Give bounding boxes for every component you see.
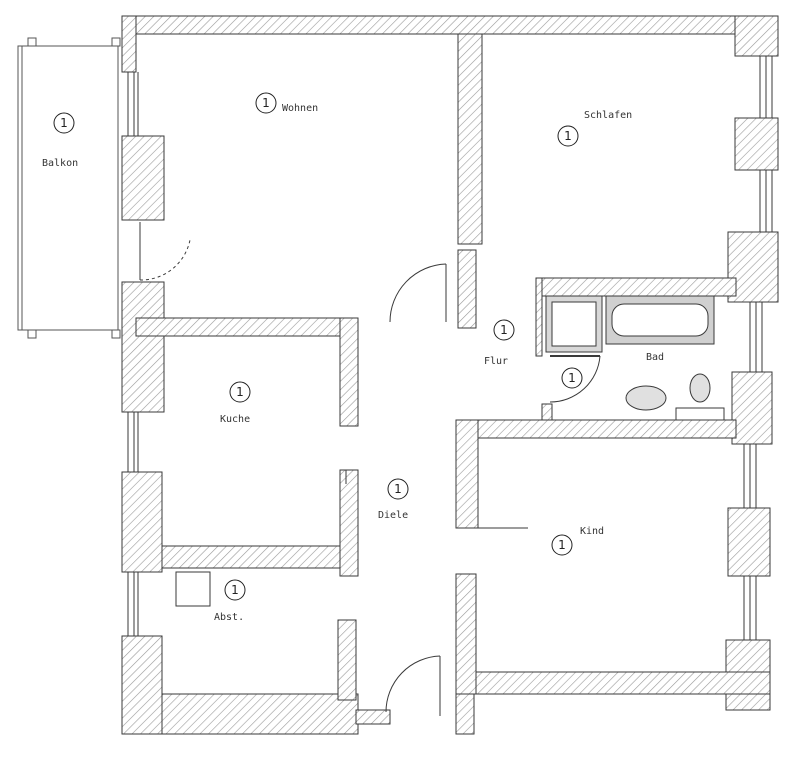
wall-entry-stub	[355, 709, 391, 725]
door-balkon	[139, 222, 191, 281]
room-number: 1	[60, 116, 68, 130]
balkon	[17, 37, 121, 339]
window-schlafen-right-2	[759, 170, 773, 232]
room-balkon: 1 Balkon	[42, 112, 78, 169]
room-number: 1	[564, 129, 572, 143]
wall-outer-bottom-right	[473, 671, 771, 695]
room-number-circle-icon	[229, 381, 251, 403]
wall-kuche-right-upper	[339, 317, 359, 427]
room-label: Flur	[484, 356, 508, 367]
windows	[127, 56, 773, 640]
walls	[121, 15, 779, 735]
room-schlafen: Schlafen 1	[557, 110, 632, 147]
wall-outer-right-top	[734, 15, 779, 57]
room-bad: Bad	[646, 352, 664, 363]
room-labels: 1 Wohnen Schlafen 1 1 Balkon 1 Kuche 1 F…	[42, 92, 664, 623]
room-label: Diele	[378, 510, 408, 521]
room-number-circle-icon	[387, 478, 409, 500]
doors	[139, 222, 601, 716]
window-kind-right-2	[743, 576, 757, 640]
window-bad-right	[749, 302, 763, 372]
balkon-post-bl	[27, 329, 37, 339]
room-number-circle-icon	[561, 367, 583, 389]
room-number-circle-icon	[493, 319, 515, 341]
wall-outer-left-pier-3	[121, 471, 163, 573]
wall-kind-left-lower	[455, 573, 477, 695]
room-label: Kind	[580, 526, 604, 537]
room-number-circle-icon	[557, 125, 579, 147]
room-wohnen: 1 Wohnen	[255, 92, 318, 114]
wall-outer-bottom-mid	[455, 693, 475, 735]
room-number-circle-icon	[551, 534, 573, 556]
wall-outer-right-pier-4	[727, 507, 771, 577]
boiler	[175, 571, 211, 607]
wall-outer-right-pier-1	[734, 117, 779, 171]
wall-abst-right	[337, 619, 357, 701]
balkon-post-br	[111, 329, 121, 339]
room-diele: 1 Diele	[378, 478, 409, 521]
wall-wohnen-schlafen-lower	[457, 249, 477, 329]
room-number: 1	[262, 96, 270, 110]
wall-wohnen-schlafen	[457, 33, 483, 245]
wall-bad-left	[535, 277, 543, 357]
room-number: 1	[558, 538, 566, 552]
room-label: Schlafen	[584, 110, 632, 121]
room-number: 1	[394, 482, 402, 496]
balkon-outline	[17, 45, 119, 331]
window-wohnen-left	[127, 72, 139, 136]
room-number-circle-icon	[53, 112, 75, 134]
room-abst: 1 Abst.	[214, 579, 246, 623]
wall-kuche-bottom	[161, 545, 359, 569]
room-number: 1	[568, 371, 576, 385]
toilet	[689, 373, 711, 403]
wall-outer-left-top	[121, 15, 137, 73]
room-label: Wohnen	[282, 103, 318, 114]
wall-bad-stub	[541, 403, 553, 421]
bad-shelf	[675, 407, 725, 421]
room-label: Kuche	[220, 414, 250, 425]
window-kind-right-1	[743, 444, 757, 508]
room-label: Balkon	[42, 158, 78, 169]
wall-outer-left-pier-1	[121, 135, 165, 221]
window-schlafen-right-1	[759, 56, 773, 118]
door-entry	[385, 655, 441, 716]
balkon-post-tl	[27, 37, 37, 47]
wall-outer-right-pier-3	[731, 371, 773, 445]
window-abst-left	[127, 572, 139, 636]
wall-kind-top	[455, 419, 737, 439]
room-kind: Kind 1	[551, 526, 604, 556]
room-flur: 1 Flur	[484, 319, 515, 367]
wall-kuche-right-lower	[339, 469, 359, 577]
room-kuche: 1 Kuche	[220, 381, 251, 425]
room-bad-entry: 1	[561, 367, 583, 389]
wall-outer-left-pier-4	[121, 635, 163, 735]
room-label: Abst.	[214, 612, 244, 623]
balkon-post-tr	[111, 37, 121, 47]
sink	[625, 385, 667, 411]
door-bad	[549, 355, 601, 403]
wall-outer-top	[123, 15, 779, 35]
room-number: 1	[236, 385, 244, 399]
wall-schlafen-bottom	[535, 277, 737, 297]
window-kuche-left	[127, 412, 139, 472]
room-number-circle-icon	[224, 579, 246, 601]
room-number: 1	[231, 583, 239, 597]
room-number-circle-icon	[255, 92, 277, 114]
wall-outer-left-pier-2	[121, 281, 165, 413]
room-label: Bad	[646, 352, 664, 363]
door-wohnen	[389, 263, 447, 323]
fixtures	[175, 295, 725, 607]
wall-kind-left-upper	[455, 419, 479, 529]
room-number: 1	[500, 323, 508, 337]
wall-wohnen-bottom	[135, 317, 359, 337]
